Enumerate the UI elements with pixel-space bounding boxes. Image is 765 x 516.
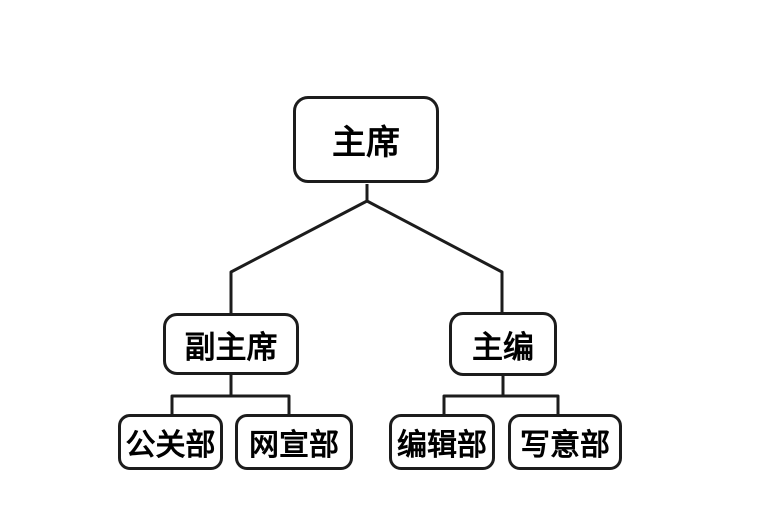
- org-node-vice-chairman-label: 副主席: [184, 329, 278, 365]
- org-node-freehand-dept-label: 写意部: [520, 429, 610, 462]
- org-node-chairman: 主席: [293, 96, 439, 183]
- org-node-chief-editor: 主编: [449, 312, 557, 376]
- edge-chief-editor-to-departments: [442, 394, 560, 415]
- org-node-editorial-dept-label: 编辑部: [397, 429, 487, 462]
- edge-chairman-to-vice-chairman: [229, 184, 369, 314]
- org-node-vice-chairman: 副主席: [163, 313, 299, 375]
- edge-chairman-to-chief-editor: [365, 184, 504, 313]
- org-node-web-publicity-dept: 网宣部: [235, 414, 353, 470]
- org-node-web-publicity-dept-label: 网宣部: [249, 429, 339, 462]
- org-node-chief-editor-label: 主编: [472, 329, 534, 365]
- org-node-chairman-label: 主席: [332, 124, 400, 162]
- org-node-pr-dept-label: 公关部: [125, 429, 216, 462]
- org-node-editorial-dept: 编辑部: [389, 414, 495, 470]
- org-node-pr-dept: 公关部: [118, 414, 223, 470]
- org-node-freehand-dept: 写意部: [508, 414, 622, 470]
- edge-vice-chairman-to-departments: [170, 394, 291, 415]
